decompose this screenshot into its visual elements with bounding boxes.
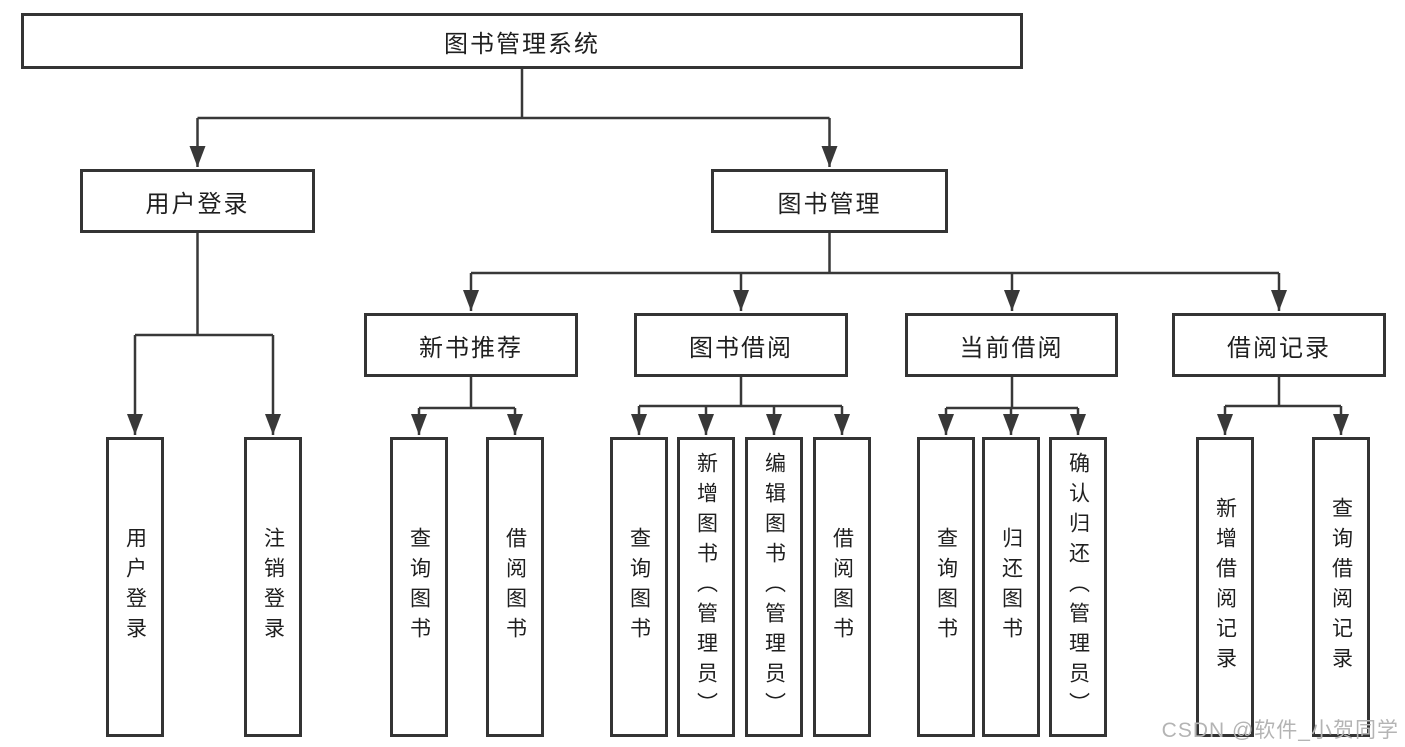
node-user-login-label: 用户登录	[145, 190, 250, 218]
node-book-borrowing-label: 图书借阅	[689, 334, 793, 362]
node-borrowing-records-label: 借阅记录	[1227, 334, 1331, 362]
leaf-nb-borrow-books-label: 借阅图书	[503, 527, 527, 647]
node-root-label: 图书管理系统	[444, 30, 600, 58]
node-user-login: 用户登录	[80, 169, 315, 233]
node-book-borrowing: 图书借阅	[634, 313, 848, 377]
csdn-watermark: CSDN @软件_小贺同学	[1161, 719, 1399, 742]
leaf-user-login: 用户登录	[106, 437, 164, 737]
node-current-borrowing-label: 当前借阅	[959, 334, 1064, 362]
node-book-management: 图书管理	[711, 169, 948, 233]
node-new-book-recommend-label: 新书推荐	[419, 334, 523, 362]
leaf-logout: 注销登录	[244, 437, 302, 737]
node-root-system: 图书管理系统	[21, 13, 1023, 69]
edge-current-borrowing-trunk	[946, 377, 1078, 410]
leaf-cb-return-books-label: 归还图书	[999, 527, 1023, 647]
leaf-cb-confirm-return-admin-label: 确认归还（管理员）	[1066, 452, 1090, 722]
leaf-user-login-label: 用户登录	[123, 527, 147, 647]
leaf-bb-query-books: 查询图书	[610, 437, 668, 737]
leaf-cb-confirm-return-admin: 确认归还（管理员）	[1049, 437, 1107, 737]
node-borrowing-records: 借阅记录	[1172, 313, 1386, 377]
leaf-br-add-record-label: 新增借阅记录	[1213, 497, 1237, 677]
leaf-logout-label: 注销登录	[261, 527, 285, 647]
edge-book-management-trunk	[471, 233, 1279, 275]
edge-root-trunk	[197, 69, 830, 120]
leaf-bb-add-books-admin: 新增图书（管理员）	[677, 437, 735, 737]
leaf-bb-borrow-books-label: 借阅图书	[830, 527, 854, 647]
leaf-br-add-record: 新增借阅记录	[1196, 437, 1254, 737]
leaf-br-query-record: 查询借阅记录	[1312, 437, 1370, 737]
node-current-borrowing: 当前借阅	[905, 313, 1118, 377]
node-book-management-label: 图书管理	[777, 190, 882, 218]
leaf-nb-query-books-label: 查询图书	[407, 527, 431, 647]
edge-user-login-trunk	[135, 233, 273, 337]
leaf-br-query-record-label: 查询借阅记录	[1329, 497, 1353, 677]
leaf-cb-query-books-label: 查询图书	[934, 527, 958, 647]
leaf-bb-add-books-admin-label: 新增图书（管理员）	[694, 452, 718, 722]
node-new-book-recommend: 新书推荐	[364, 313, 578, 377]
leaf-bb-edit-books-admin: 编辑图书（管理员）	[745, 437, 803, 737]
edge-book-borrowing-trunk	[639, 377, 842, 408]
leaf-nb-query-books: 查询图书	[390, 437, 448, 737]
leaf-bb-borrow-books: 借阅图书	[813, 437, 871, 737]
leaf-bb-edit-books-admin-label: 编辑图书（管理员）	[762, 452, 786, 722]
edge-new-book-trunk	[419, 377, 515, 410]
edge-borrowing-records-trunk	[1225, 377, 1341, 408]
leaf-cb-query-books: 查询图书	[917, 437, 975, 737]
leaf-bb-query-books-label: 查询图书	[627, 527, 651, 647]
leaf-nb-borrow-books: 借阅图书	[486, 437, 544, 737]
leaf-cb-return-books: 归还图书	[982, 437, 1040, 737]
